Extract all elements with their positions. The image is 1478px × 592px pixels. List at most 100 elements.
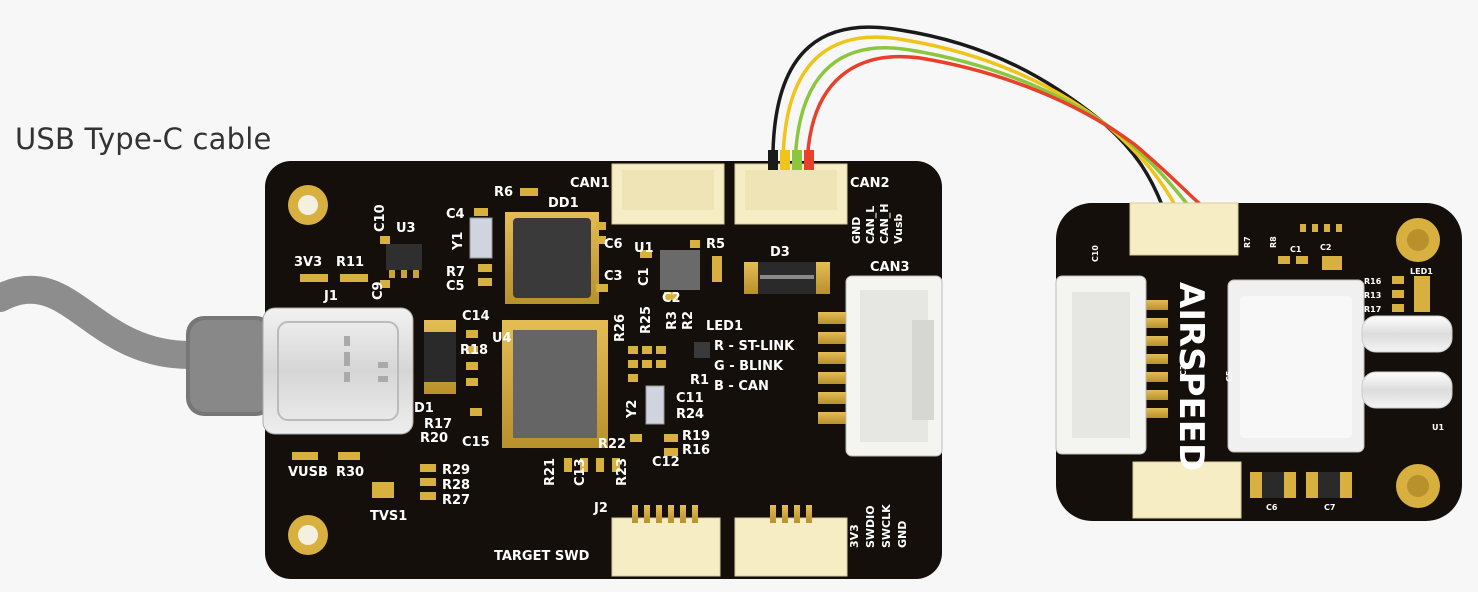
- label-c6: C6: [604, 237, 623, 252]
- label-tvs1: TVS1: [370, 509, 407, 524]
- usb-c-connector: [262, 307, 414, 435]
- main-silkscreen: CAN1 CAN2 GND CAN_L CAN_H Vusb CAN3 DD1 …: [288, 176, 910, 564]
- label-r30: R30: [336, 465, 364, 480]
- passive-components: [292, 188, 722, 500]
- label-r17: R17: [424, 417, 452, 432]
- airspeed-title: AIRSPEED: [1171, 282, 1211, 471]
- label-r25: R25: [639, 306, 654, 334]
- label-r26: R26: [613, 314, 628, 342]
- dd1-chip: [505, 212, 599, 304]
- label-vusb: VUSB: [288, 465, 328, 480]
- y1-crystal: [469, 217, 493, 259]
- label-dd1: DD1: [548, 196, 579, 211]
- label-r16: R16: [682, 443, 710, 458]
- mounting-hole: [288, 515, 328, 555]
- airspeed-label-c6: C6: [1266, 503, 1278, 512]
- label-can1: CAN1: [570, 176, 610, 191]
- wire-red: [805, 54, 1203, 207]
- label-c12: C12: [652, 455, 680, 470]
- u3-regulator: [386, 244, 422, 278]
- label-target-swd: TARGET SWD: [494, 549, 590, 564]
- label-r1: R1: [690, 373, 709, 388]
- label-u4: U4: [492, 331, 512, 346]
- label-u3: U3: [396, 221, 416, 236]
- label-led1: LED1: [706, 319, 743, 334]
- label-r22: R22: [598, 437, 626, 452]
- mounting-hole: [1396, 218, 1440, 262]
- label-r2: R2: [681, 311, 696, 330]
- airspeed-passives: [1250, 224, 1430, 498]
- label-r11: R11: [336, 255, 364, 270]
- can2-connector: [734, 150, 848, 225]
- label-r6: R6: [494, 185, 513, 200]
- swd-pin-labels: 3V3 SWDIO SWCLK GND: [848, 504, 909, 548]
- u4-mcu: [502, 320, 608, 448]
- label-c1: C1: [637, 267, 652, 286]
- mounting-hole: [288, 185, 328, 225]
- airspeed-label-c3: C3: [1179, 365, 1188, 376]
- pressure-sensor: [1227, 279, 1453, 453]
- label-c3: C3: [604, 269, 623, 284]
- usb-cable: [0, 275, 274, 416]
- label-r24: R24: [676, 407, 704, 422]
- airspeed-label-c5: C5: [1225, 370, 1234, 382]
- d1-diode: [424, 320, 456, 394]
- d3-diode: [744, 262, 830, 294]
- airspeed-label-r8: R8: [1269, 236, 1278, 248]
- airspeed-label-c10: C10: [1091, 245, 1100, 262]
- airspeed-c7-body: [1318, 472, 1340, 498]
- airspeed-silkscreen: AIRSPEED C10 R7 R8 C1 C2 R16 R13 R17 LED…: [1091, 236, 1444, 512]
- can2-pin-canl: CAN_L: [864, 206, 877, 244]
- airspeed-label-r17: R17: [1364, 305, 1381, 314]
- led1: [694, 342, 710, 358]
- airspeed-label-c2: C2: [1320, 243, 1331, 252]
- label-led-r: R - ST-LINK: [714, 339, 795, 354]
- airspeed-label-c1: C1: [1290, 245, 1302, 254]
- airspeed-bottom-connector: [1132, 461, 1242, 519]
- swd-pin-gnd: GND: [896, 521, 909, 548]
- can2-pin-labels: GND CAN_L CAN_H Vusb: [850, 204, 905, 245]
- label-d3: D3: [770, 245, 790, 260]
- label-c10: C10: [373, 204, 388, 232]
- label-c2: C2: [662, 291, 681, 306]
- label-r29: R29: [442, 463, 470, 478]
- y2-crystal: [645, 385, 665, 425]
- label-led-g: G - BLINK: [714, 359, 784, 374]
- can3-connector: [818, 275, 943, 457]
- label-c5: C5: [446, 279, 465, 294]
- label-u1: U1: [634, 241, 654, 256]
- label-y1: Y1: [451, 232, 466, 251]
- swd-pin-swclk: SWCLK: [880, 504, 893, 548]
- label-3v3: 3V3: [294, 255, 322, 270]
- airspeed-label-r16: R16: [1364, 277, 1382, 286]
- label-j2: J2: [593, 501, 608, 516]
- pressure-port-tube: [1361, 371, 1453, 409]
- wire-green: [793, 46, 1190, 207]
- wire-yellow: [781, 35, 1177, 206]
- label-j1: J1: [323, 289, 338, 304]
- label-c4: C4: [446, 207, 465, 222]
- can2-pin-gnd: GND: [850, 217, 863, 244]
- wire-black: [771, 25, 1164, 206]
- label-r28: R28: [442, 478, 470, 493]
- can-wires: [771, 25, 1203, 207]
- airspeed-label-r7: R7: [1243, 236, 1252, 248]
- label-r21: R21: [543, 458, 558, 486]
- label-d1: D1: [414, 401, 434, 416]
- mounting-hole: [1396, 464, 1440, 508]
- airspeed-label-u1: U1: [1432, 423, 1444, 432]
- airspeed-c6-body: [1262, 472, 1284, 498]
- pressure-port-tube: [1361, 315, 1453, 353]
- label-r23: R23: [615, 458, 630, 486]
- swd-pin-swdio: SWDIO: [864, 505, 877, 548]
- airspeed-label-r13: R13: [1364, 291, 1381, 300]
- label-led-b: B - CAN: [714, 379, 769, 394]
- label-y2: Y2: [625, 400, 640, 419]
- label-c9: C9: [371, 281, 386, 300]
- label-can2: CAN2: [850, 176, 890, 191]
- u1-chip: [660, 250, 700, 290]
- target-swd-connector: [611, 505, 721, 577]
- can1-connector: [611, 163, 725, 225]
- label-r27: R27: [442, 493, 470, 508]
